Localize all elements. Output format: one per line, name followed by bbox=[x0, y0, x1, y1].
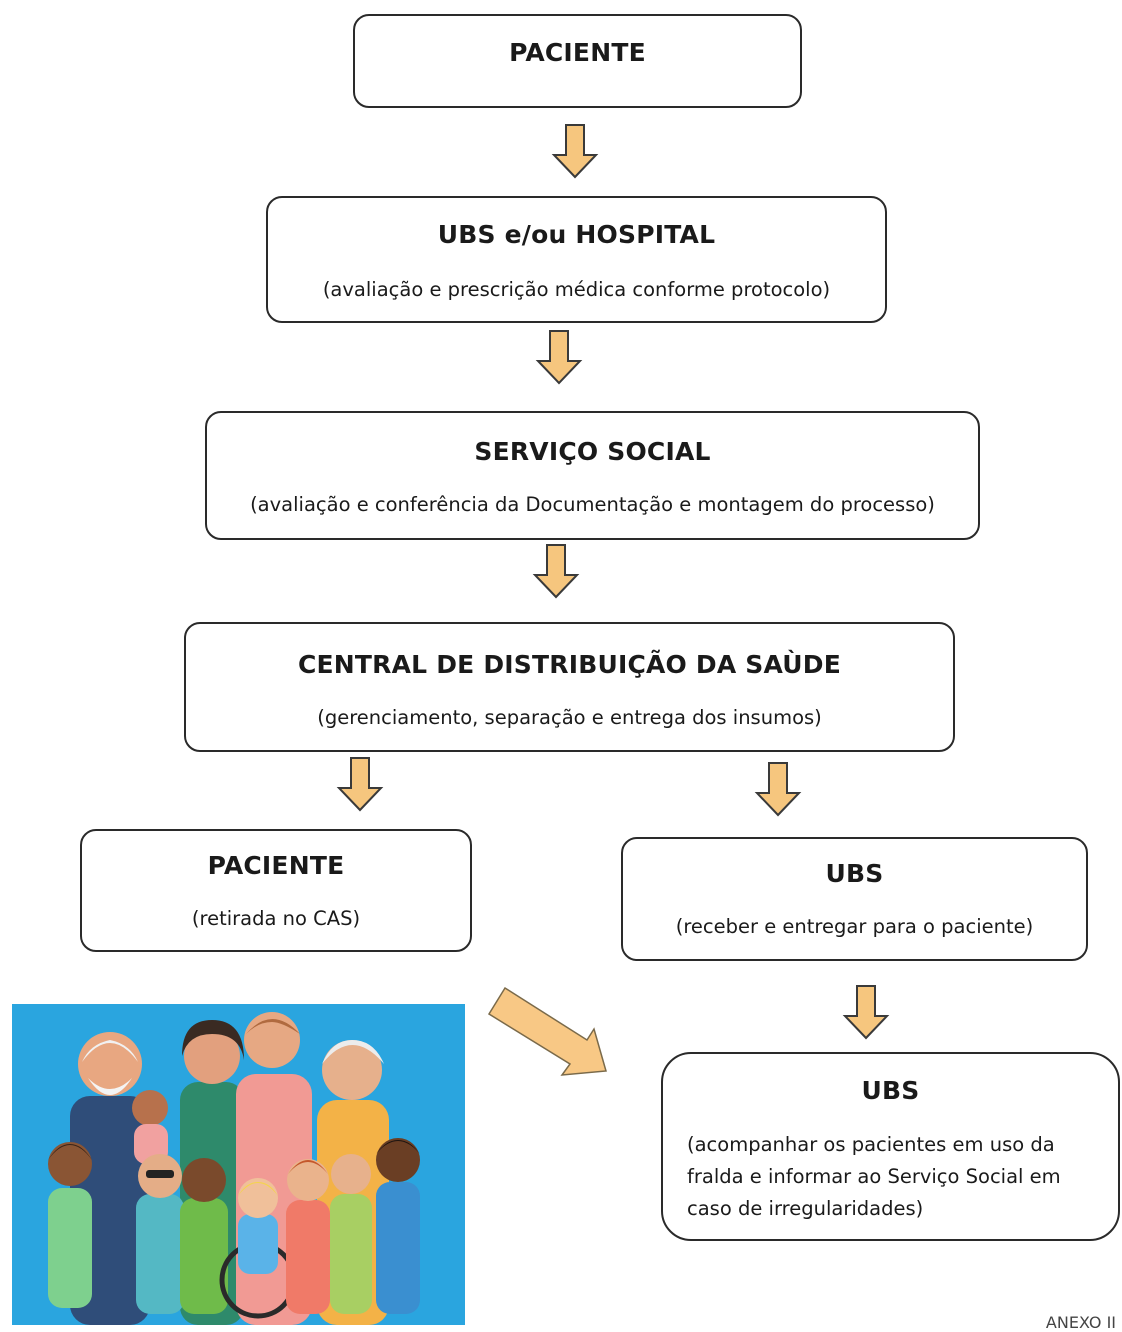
arrow-down-3 bbox=[532, 544, 580, 599]
annex-label: ANEXO II bbox=[1045, 1313, 1116, 1332]
node-ubs-receber: UBS (receber e entregar para o paciente) bbox=[621, 837, 1088, 961]
subtitle-line: (acompanhar os pacientes em uso da bbox=[687, 1133, 1055, 1156]
child-baby bbox=[132, 1090, 168, 1164]
child-wheelchair bbox=[219, 1178, 297, 1319]
node-subtitle: (retirada no CAS) bbox=[191, 907, 361, 930]
arrow-down-6 bbox=[842, 985, 890, 1040]
node-subtitle: (avaliação e prescrição médica conforme … bbox=[322, 278, 831, 301]
child-boy-right bbox=[376, 1138, 420, 1314]
node-servico-social: SERVIÇO SOCIAL (avaliação e conferência … bbox=[205, 411, 980, 540]
node-title: CENTRAL DE DISTRIBUIÇÃO DA SAÙDE bbox=[297, 650, 842, 679]
node-ubs-hospital: UBS e/ou HOSPITAL (avaliação e prescriçã… bbox=[266, 196, 887, 323]
node-title: PACIENTE bbox=[509, 38, 646, 67]
arrow-down-4 bbox=[336, 757, 384, 812]
child-girl-left bbox=[48, 1142, 92, 1308]
family-group-illustration bbox=[12, 1004, 465, 1325]
node-central-distribuicao: CENTRAL DE DISTRIBUIÇÃO DA SAÙDE (gerenc… bbox=[184, 622, 955, 752]
child-boy-green bbox=[330, 1154, 372, 1314]
arrow-down-2 bbox=[535, 330, 583, 385]
node-title: SERVIÇO SOCIAL bbox=[474, 437, 711, 466]
node-title: UBS bbox=[861, 1076, 920, 1105]
arrow-down-5 bbox=[754, 762, 802, 817]
node-ubs-acompanhar: UBS (acompanhar os pacientes em uso da f… bbox=[661, 1052, 1120, 1241]
node-title: PACIENTE bbox=[207, 851, 345, 880]
arrow-down-1 bbox=[551, 124, 599, 179]
child-boy-red-hair bbox=[286, 1159, 330, 1314]
subtitle-line: fralda e informar ao Serviço Social em bbox=[687, 1165, 1061, 1188]
subtitle-line: caso de irregularidades) bbox=[687, 1197, 924, 1220]
node-title: UBS e/ou HOSPITAL bbox=[437, 220, 716, 249]
node-subtitle: (receber e entregar para o paciente) bbox=[675, 915, 1034, 938]
node-subtitle: (avaliação e conferência da Documentação… bbox=[250, 493, 935, 516]
child-boy-curly bbox=[180, 1158, 228, 1314]
node-subtitle: (acompanhar os pacientes em uso da frald… bbox=[663, 1129, 1118, 1225]
node-title: UBS bbox=[825, 859, 884, 888]
node-paciente-top: PACIENTE bbox=[353, 14, 802, 108]
arrow-diagonal bbox=[487, 986, 607, 1076]
node-paciente-cas: PACIENTE (retirada no CAS) bbox=[80, 829, 472, 952]
node-subtitle: (gerenciamento, separação e entrega dos … bbox=[317, 706, 822, 729]
child-girl-sunglasses bbox=[136, 1154, 184, 1314]
